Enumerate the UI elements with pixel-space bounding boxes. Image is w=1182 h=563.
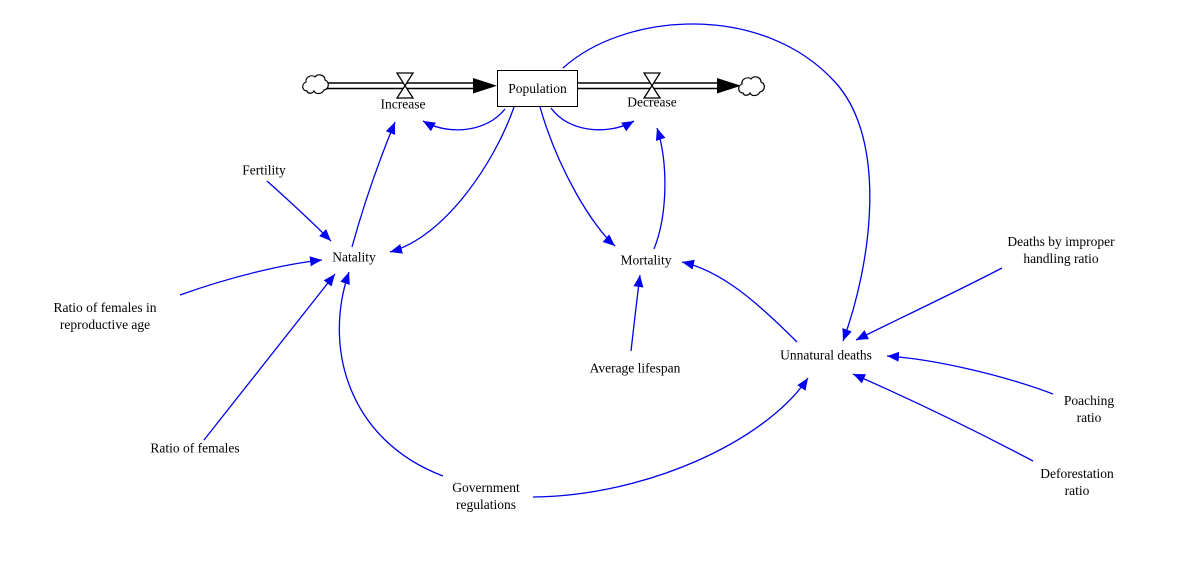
stock-population[interactable]: Population xyxy=(497,70,578,107)
link-average-lifespan-to-mortality xyxy=(630,274,644,352)
link-ratio-of-females-to-natality xyxy=(203,273,336,441)
variable-ratio-of-females[interactable]: Ratio of females xyxy=(150,440,240,456)
link-poaching-ratio-to-unnatural-deaths xyxy=(886,351,1054,395)
variable-deaths-by-improper-handling-ratio[interactable]: Deaths by improper handling ratio xyxy=(1007,234,1115,266)
link-population-to-mortality xyxy=(539,106,616,247)
link-unnatural-deaths-to-mortality xyxy=(681,259,798,343)
link-population-to-natality xyxy=(389,106,515,254)
decrease-valve-icon[interactable] xyxy=(642,84,662,99)
variable-average-lifespan[interactable]: Average lifespan xyxy=(589,360,681,376)
link-government-regulations-to-natality xyxy=(338,271,444,477)
decrease-valve-icon[interactable] xyxy=(642,72,662,87)
variable-unnatural-deaths[interactable]: Unnatural deaths xyxy=(780,347,872,363)
flow-label-decrease[interactable]: Decrease xyxy=(627,94,677,110)
variable-fertility[interactable]: Fertility xyxy=(242,162,286,178)
link-deforestation-ratio-to-unnatural-deaths xyxy=(852,373,1034,462)
stock-population-label: Population xyxy=(508,80,567,96)
outflow-arrowhead-icon xyxy=(717,78,741,94)
link-deaths-improper-handling-to-unnatural-deaths xyxy=(855,267,1003,341)
link-fertility-to-natality xyxy=(266,180,332,242)
flow-label-increase[interactable]: Increase xyxy=(380,96,426,112)
source-cloud-icon[interactable] xyxy=(302,74,329,95)
variable-deforestation-ratio[interactable]: Deforestation ratio xyxy=(1040,466,1114,498)
inflow-arrowhead-icon xyxy=(473,78,497,94)
increase-valve-icon[interactable] xyxy=(395,72,415,87)
link-natality-to-increase xyxy=(351,121,396,248)
variable-government-regulations[interactable]: Government regulations xyxy=(452,480,520,512)
link-ratio-females-reproductive-to-natality xyxy=(179,256,323,296)
link-population-to-increase xyxy=(422,108,506,132)
increase-valve-icon[interactable] xyxy=(395,84,415,99)
variable-mortality[interactable]: Mortality xyxy=(620,252,672,268)
variable-poaching-ratio[interactable]: Poaching ratio xyxy=(1063,393,1115,425)
variable-ratio-of-females-in-reproductive-age[interactable]: Ratio of females in reproductive age xyxy=(53,300,157,332)
sink-cloud-icon[interactable] xyxy=(738,76,765,97)
link-population-to-decrease xyxy=(550,107,635,132)
link-population-to-unnatural-deaths xyxy=(562,23,871,342)
variable-natality[interactable]: Natality xyxy=(332,249,376,265)
link-government-regulations-to-unnatural-deaths xyxy=(532,377,809,498)
link-mortality-to-decrease xyxy=(653,127,666,250)
